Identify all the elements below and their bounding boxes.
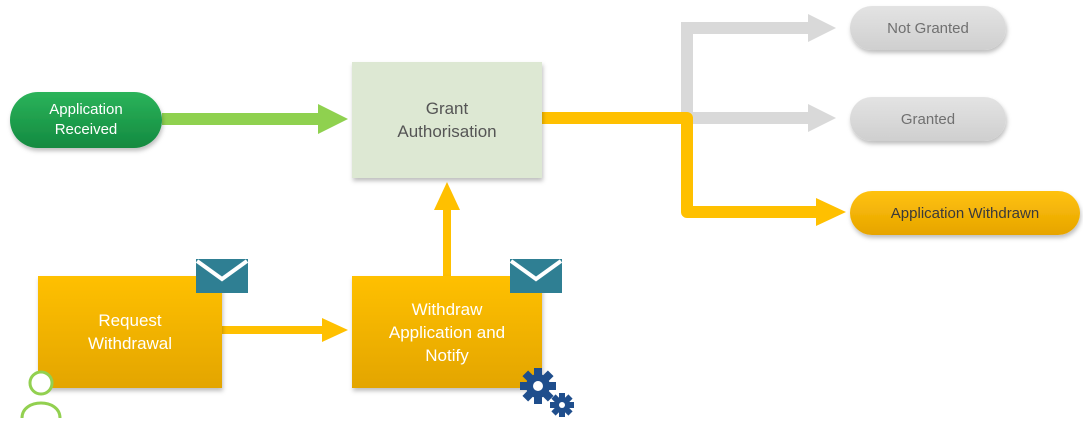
task-grant-authorisation[interactable] [352, 62, 542, 178]
envelope-icon [195, 259, 249, 293]
flow-withdraw-to-grant [434, 182, 460, 276]
flow-to-granted [687, 104, 836, 132]
gears-icon [520, 368, 574, 417]
flow-received-to-grant [162, 104, 348, 134]
end-event-not-granted[interactable] [850, 6, 1006, 50]
flow-to-not-granted [681, 14, 836, 118]
envelope-icon [509, 259, 563, 293]
user-icon [20, 370, 62, 419]
end-event-application-withdrawn[interactable] [850, 191, 1080, 235]
flow-request-to-withdraw [222, 318, 348, 342]
flow-grant-to-withdrawn [540, 112, 846, 226]
end-event-granted[interactable] [850, 97, 1006, 141]
task-request-withdrawal[interactable] [38, 276, 222, 388]
start-event-application-received[interactable] [10, 92, 162, 148]
task-withdraw-and-notify[interactable] [352, 276, 542, 388]
